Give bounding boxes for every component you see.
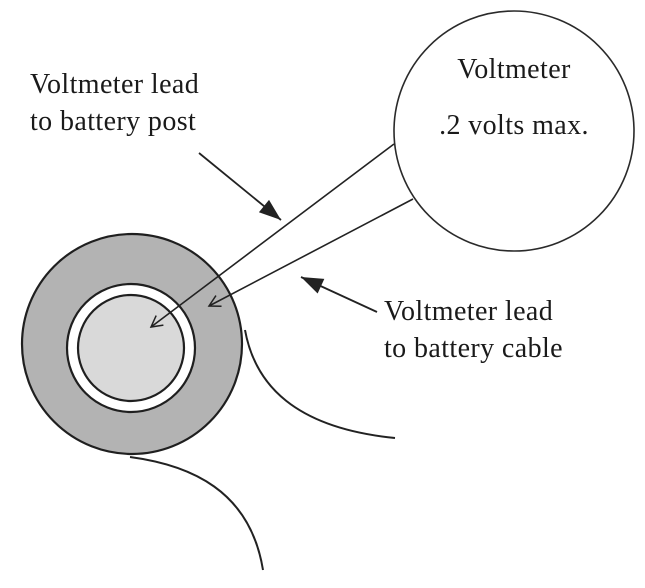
battery-post [76, 293, 186, 403]
post-lead-label-line2: to battery post [30, 106, 197, 137]
battery-cable-upper [244, 329, 396, 439]
voltmeter-circle [393, 10, 635, 252]
cable-lead-label-line1: Voltmeter lead [384, 296, 554, 327]
post-lead-label: Voltmeter lead to battery post [30, 66, 199, 140]
cable-lead-label: Voltmeter lead to battery cable [384, 293, 563, 367]
voltmeter-lead-to-post-line [149, 143, 395, 328]
voltmeter-title: Voltmeter [457, 54, 571, 85]
voltmeter-reading: .2 volts max. [439, 110, 589, 141]
cable-label-arrow [300, 276, 378, 313]
post-label-arrow [198, 152, 282, 221]
voltmeter-lead-to-cable-line [207, 198, 414, 307]
post-lead-label-line1: Voltmeter lead [30, 69, 200, 100]
cable-lead-label-line2: to battery cable [384, 333, 563, 364]
battery-cable-lower [129, 456, 264, 571]
